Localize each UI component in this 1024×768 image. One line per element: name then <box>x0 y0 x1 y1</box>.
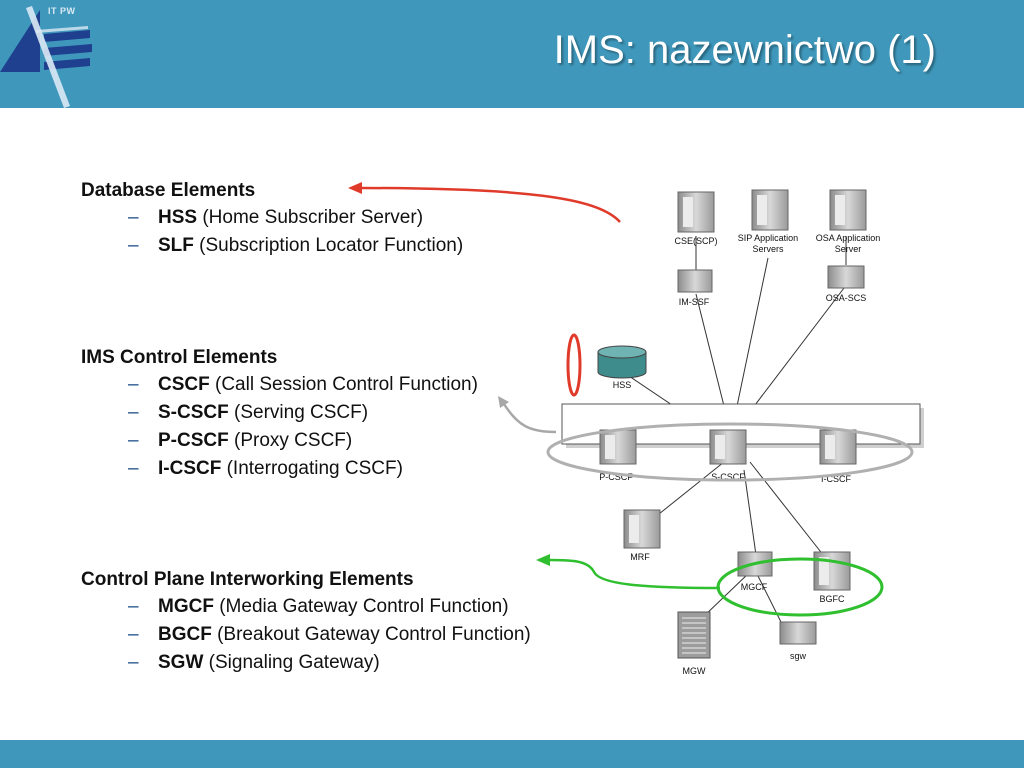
osa-scs-server-icon: OSA-SCS <box>826 265 867 303</box>
mrf-label: MRF <box>630 552 650 562</box>
item-abbr: SGW <box>158 652 204 673</box>
im-ssf-server-icon: IM-SSF <box>677 269 713 307</box>
bgfc-label: BGFC <box>819 594 845 604</box>
section-title: IMS Control Elements <box>81 347 278 368</box>
item-desc: (Proxy CSCF) <box>228 430 353 451</box>
sip-as-label-1: SIP Application <box>738 233 798 243</box>
i-cscf-server-icon: I-CSCF <box>819 429 857 484</box>
s-cscf-label: S-CSCF <box>711 472 745 482</box>
item-desc: (Signaling Gateway) <box>203 652 380 673</box>
hss-database-icon: HSS <box>597 345 647 390</box>
gray-arrow <box>498 396 557 434</box>
bullet-dash: – <box>128 374 139 395</box>
mgcf-label: MGCF <box>741 582 768 592</box>
p-cscf-label: P-CSCF <box>599 472 633 482</box>
list-item: –P-CSCF (Proxy CSCF) <box>81 430 478 452</box>
item-desc: (Subscription Locator Function) <box>193 235 464 256</box>
item-desc: (Breakout Gateway Control Function) <box>211 624 531 645</box>
list-item: –MGCF (Media Gateway Control Function) <box>81 596 551 618</box>
item-abbr: I-CSCF <box>158 458 222 479</box>
bullet-dash: – <box>128 458 139 479</box>
item-abbr: CSCF <box>158 374 210 395</box>
osa-as-label-1: OSA Application <box>816 233 881 243</box>
item-desc: (Home Subscriber Server) <box>197 207 424 228</box>
logo-text: IT PW <box>48 6 76 16</box>
mrf-server-icon: MRF <box>623 509 661 562</box>
item-abbr: SLF <box>158 235 194 256</box>
list-item: –SGW (Signaling Gateway) <box>81 652 551 674</box>
bullet-dash: – <box>128 624 139 645</box>
mgcf-server-icon: MGCF <box>737 551 773 592</box>
hss-highlight-ellipse <box>566 333 582 397</box>
section-title: Database Elements <box>81 180 256 201</box>
cse-scp-server-icon: CSE(SCP) <box>674 191 718 246</box>
item-abbr: BGCF <box>158 624 212 645</box>
item-abbr: MGCF <box>158 596 214 617</box>
bullet-dash: – <box>128 402 139 423</box>
cse-scp-label: CSE(SCP) <box>674 236 717 246</box>
list-item: –HSS (Home Subscriber Server) <box>81 207 463 229</box>
list-item: –CSCF (Call Session Control Function) <box>81 374 478 396</box>
sgw-server-icon: sgw <box>779 621 817 661</box>
sip-as-label-2: Servers <box>752 244 784 254</box>
mgw-label: MGW <box>683 666 706 676</box>
section-ims-control-elements: IMS Control Elements –CSCF (Call Session… <box>81 345 478 486</box>
bullet-dash: – <box>128 652 139 673</box>
item-abbr: P-CSCF <box>158 430 229 451</box>
sgw-label: sgw <box>790 651 807 661</box>
osa-application-server-icon: OSA Application Server <box>816 189 881 254</box>
osa-scs-label: OSA-SCS <box>826 293 867 303</box>
sip-application-servers-icon: SIP Application Servers <box>738 189 798 254</box>
list-item: –SLF (Subscription Locator Function) <box>81 235 463 257</box>
s-cscf-server-icon: S-CSCF <box>709 429 747 482</box>
footer-bar <box>0 740 1024 768</box>
header-bar: IT PW IMS: nazewnictwo (1) <box>0 0 1024 108</box>
item-desc: (Serving CSCF) <box>228 402 369 423</box>
bullet-dash: – <box>128 596 139 617</box>
item-desc: (Call Session Control Function) <box>209 374 478 395</box>
mgw-rack-icon: MGW <box>677 611 711 676</box>
p-cscf-server-icon: P-CSCF <box>599 429 637 482</box>
i-cscf-label: I-CSCF <box>821 474 851 484</box>
item-desc: (Interrogating CSCF) <box>221 458 403 479</box>
bullet-dash: – <box>128 207 139 228</box>
hss-label: HSS <box>613 380 632 390</box>
bullet-dash: – <box>128 235 139 256</box>
section-database-elements: Database Elements –HSS (Home Subscriber … <box>81 178 463 263</box>
item-abbr: HSS <box>158 207 198 228</box>
green-arrow <box>536 554 721 590</box>
slide-title: IMS: nazewnictwo (1) <box>553 28 936 72</box>
itpw-logo-icon <box>0 6 92 108</box>
section-title: Control Plane Interworking Elements <box>81 569 414 590</box>
item-desc: (Media Gateway Control Function) <box>213 596 509 617</box>
list-item: –I-CSCF (Interrogating CSCF) <box>81 458 478 480</box>
section-control-plane-interworking: Control Plane Interworking Elements –MGC… <box>81 567 551 680</box>
list-item: –BGCF (Breakout Gateway Control Function… <box>81 624 551 646</box>
item-abbr: S-CSCF <box>158 402 229 423</box>
im-ssf-label: IM-SSF <box>679 297 710 307</box>
osa-as-label-2: Server <box>835 244 862 254</box>
list-item: –S-CSCF (Serving CSCF) <box>81 402 478 424</box>
red-arrow <box>348 182 621 223</box>
cscf-highlight-ellipse <box>546 422 914 482</box>
bullet-dash: – <box>128 430 139 451</box>
